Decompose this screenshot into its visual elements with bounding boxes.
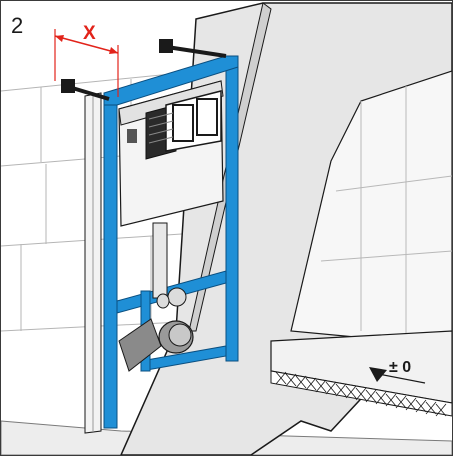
level-label: ± 0 [389, 359, 412, 376]
floor-slab [270, 330, 452, 417]
drain-pipe [118, 222, 194, 372]
dimension-x [54, 29, 119, 97]
anchor-bolts [61, 39, 227, 101]
dimension-label: X [83, 23, 96, 44]
wall-profile [84, 92, 102, 434]
installation-frame [103, 55, 239, 429]
step-number: 2 [11, 13, 24, 38]
level-marker-icon [369, 367, 426, 384]
actuator-box [145, 90, 222, 160]
